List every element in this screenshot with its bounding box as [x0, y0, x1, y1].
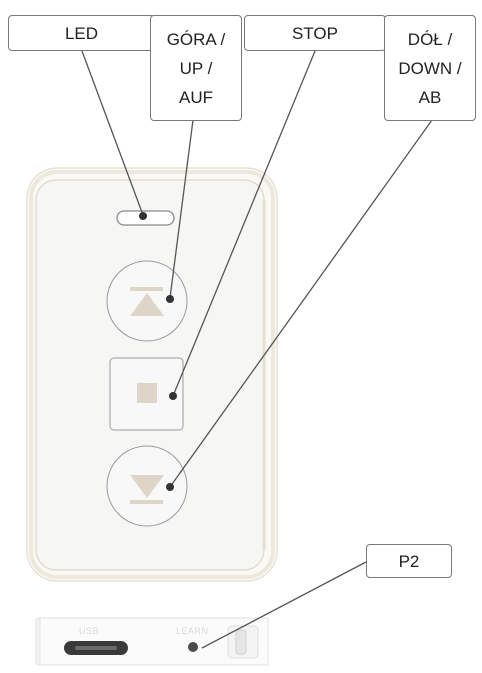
- up-button[interactable]: [106, 260, 188, 342]
- p2-label: P2: [366, 544, 452, 578]
- leader-line-led: [81, 50, 144, 216]
- down-label-line-1: DÓŁ /: [407, 29, 453, 49]
- usb-text: USB: [79, 626, 99, 636]
- leader-line-p2: [201, 561, 367, 649]
- down-label: DÓŁ / DOWN / AB: [384, 15, 476, 121]
- down-button[interactable]: [106, 445, 188, 527]
- leader-line-stop: [172, 50, 316, 397]
- up-label-line-1: GÓRA /: [166, 29, 226, 49]
- up-label-line-2: UP /: [179, 58, 213, 78]
- leader-dots: [139, 212, 177, 491]
- up-label-line-3: AUF: [179, 87, 213, 107]
- leader-line-down: [169, 119, 433, 488]
- p2-label-text: P2: [398, 551, 420, 571]
- leader-line-up: [169, 119, 194, 299]
- down-bar-icon: [130, 500, 163, 504]
- up-label: GÓRA / UP / AUF: [150, 15, 242, 121]
- learn-text: LEARN: [176, 626, 209, 636]
- device-side-view: USB LEARN: [35, 617, 269, 666]
- stop-label: STOP: [244, 15, 386, 51]
- up-arrow-icon: [130, 293, 164, 316]
- down-arrow-icon: [130, 475, 164, 498]
- stop-square-icon: [137, 383, 157, 403]
- led-label-text: LED: [64, 23, 99, 43]
- down-label-line-3: AB: [418, 87, 442, 107]
- p2-learn-hole[interactable]: [188, 642, 198, 652]
- up-bar-icon: [130, 287, 163, 291]
- stop-label-text: STOP: [292, 23, 338, 43]
- stop-button[interactable]: [109, 357, 184, 431]
- led-label: LED: [8, 15, 155, 51]
- down-label-line-2: DOWN /: [398, 58, 462, 78]
- leader-lines: [81, 50, 433, 649]
